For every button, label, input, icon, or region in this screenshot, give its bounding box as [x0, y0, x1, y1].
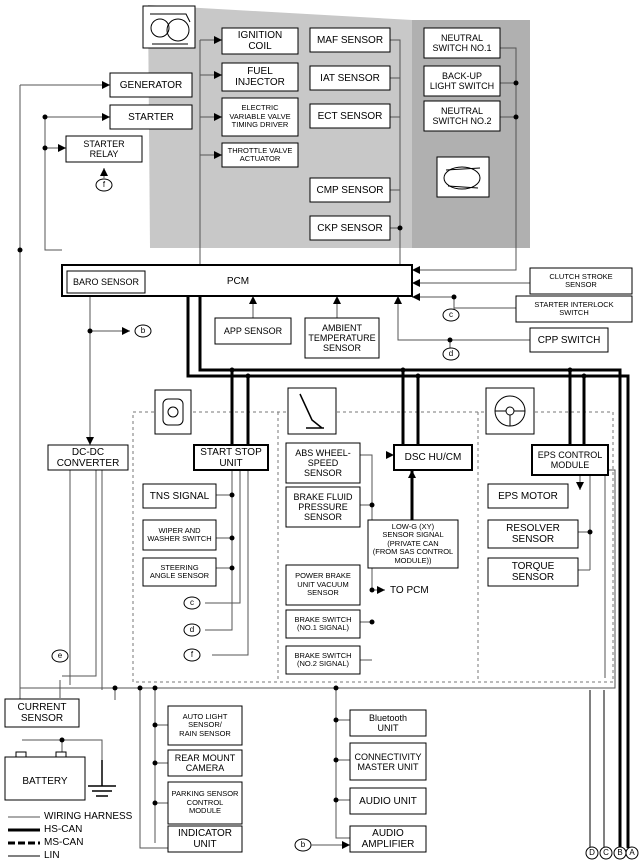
connector-f-relay: f — [102, 180, 106, 189]
audio-amplifier: AUDIO AMPLIFIER — [361, 828, 415, 850]
connectivity-master-unit: CONNECTIVITY MASTER UNIT — [354, 751, 422, 772]
rear-mount-camera: REAR MOUNT CAMERA — [174, 753, 236, 773]
legend-wiring-harness: WIRING HARNESS — [44, 811, 133, 822]
brake-switch-no1: BRAKE SWITCH (NO.1 SIGNAL) — [294, 614, 352, 632]
auto-light-rain-sensor: AUTO LIGHT SENSOR/ RAIN SENSOR — [179, 711, 231, 738]
junction-dots — [17, 80, 593, 806]
brake-pedal-icon — [287, 387, 337, 435]
app-sensor: APP SENSOR — [223, 326, 283, 336]
neutral-switch-no2: NEUTRAL SWITCH NO.2 — [432, 106, 492, 126]
connector-d-pcm: d — [448, 349, 454, 358]
dsc-hu-cm: DSC HU/CM — [404, 452, 462, 463]
starter-relay: STARTER RELAY — [83, 139, 125, 159]
parking-sensor-control-module: PARKING SENSOR CONTROL MODULE — [171, 789, 239, 816]
bus-terminal-b: B — [617, 848, 623, 857]
bus-terminal-c: C — [603, 848, 609, 857]
component-boxes — [4, 27, 633, 853]
connector-d-ssu: d — [189, 625, 195, 634]
eps-control-module: EPS CONTROL MODULE — [537, 450, 603, 470]
generator: GENERATOR — [119, 79, 183, 91]
connector-b-amp: b — [300, 840, 306, 849]
zone-border — [132, 411, 614, 683]
engine-icon — [142, 5, 196, 49]
ect-sensor: ECT SENSOR — [317, 110, 383, 122]
pcm: PCM — [226, 275, 250, 287]
neutral-switch-no1: NEUTRAL SWITCH NO.1 — [432, 33, 492, 53]
low-g-sensor-signal: LOW-G (XY) SENSOR SIGNAL (PRIVATE CAN (F… — [372, 521, 454, 565]
arrowheads — [58, 36, 584, 594]
ignition-coil: IGNITION COIL — [237, 30, 283, 52]
torque-sensor: TORQUE SENSOR — [511, 561, 555, 583]
connector-f-ssu: f — [190, 650, 194, 659]
legend-hs-can: HS-CAN — [44, 824, 83, 835]
to-pcm-label: TO PCM — [390, 584, 429, 596]
audio-unit: AUDIO UNIT — [359, 795, 417, 807]
ms-can-lines — [589, 690, 605, 848]
ambient-temperature-sensor: AMBIENT TEMPERATURE SENSOR — [308, 323, 376, 353]
start-stop-unit: START STOP UNIT — [200, 446, 262, 469]
baro-sensor: BARO SENSOR — [72, 277, 139, 287]
clutch-stroke-sensor: CLUTCH STROKE SENSOR — [549, 271, 613, 289]
resolver-sensor: RESOLVER SENSOR — [506, 523, 560, 545]
ckp-sensor: CKP SENSOR — [317, 222, 383, 234]
brake-switch-no2: BRAKE SWITCH (NO.2 SIGNAL) — [294, 650, 352, 668]
dc-dc-converter: DC-DC CONVERTER — [56, 446, 120, 469]
starter: STARTER — [128, 111, 174, 123]
transmission-icon — [436, 156, 490, 198]
steering-angle-sensor: STEERING ANGLE SENSOR — [149, 562, 210, 580]
bluetooth-unit: Bluetooth UNIT — [368, 713, 408, 733]
indicator-unit: INDICATOR UNIT — [177, 828, 233, 850]
start-stop-button-icon — [154, 389, 192, 435]
connector-e: e — [57, 651, 63, 660]
backup-light-switch: BACK-UP LIGHT SWITCH — [429, 71, 495, 91]
iat-sensor: IAT SENSOR — [320, 72, 380, 84]
power-brake-vacuum-sensor: POWER BRAKE UNIT VACUUM SENSOR — [295, 571, 351, 598]
connector-c-ssu: c — [190, 598, 194, 607]
legend-ms-can: MS-CAN — [44, 837, 84, 848]
brake-fluid-pressure-sensor: BRAKE FLUID PRESSURE SENSOR — [293, 492, 353, 522]
cpp-switch: CPP SWITCH — [537, 334, 601, 346]
starter-interlock-switch: STARTER INTERLOCK SWITCH — [534, 299, 614, 317]
connector-c-pcm: c — [449, 310, 453, 319]
hs-can-lines — [186, 296, 630, 848]
current-sensor: CURRENT SENSOR — [17, 702, 67, 724]
abs-wheel-speed-sensor: ABS WHEEL- SPEED SENSOR — [295, 448, 351, 478]
legend-lines — [8, 816, 40, 857]
bus-terminal-d: D — [589, 848, 595, 857]
wiper-washer-switch: WIPER AND WASHER SWITCH — [147, 525, 212, 543]
connector-b-pcm: b — [140, 326, 146, 335]
cmp-sensor: CMP SENSOR — [316, 184, 384, 196]
maf-sensor: MAF SENSOR — [316, 34, 384, 46]
tns-signal: TNS SIGNAL — [149, 490, 210, 502]
steering-wheel-icon — [485, 387, 535, 435]
fuel-injector: FUEL INJECTOR — [235, 66, 285, 88]
eps-motor: EPS MOTOR — [498, 490, 558, 502]
evvt-driver: ELECTRIC VARIABLE VALVE TIMING DRIVER — [229, 103, 291, 130]
connector-circles — [51, 178, 639, 860]
legend-lin: LIN — [44, 850, 60, 861]
battery: BATTERY — [22, 775, 68, 787]
bus-terminal-a: A — [629, 848, 635, 857]
ground-symbol — [88, 760, 116, 797]
throttle-valve-actuator: THROTTLE VALVE ACTUATOR — [227, 145, 293, 163]
